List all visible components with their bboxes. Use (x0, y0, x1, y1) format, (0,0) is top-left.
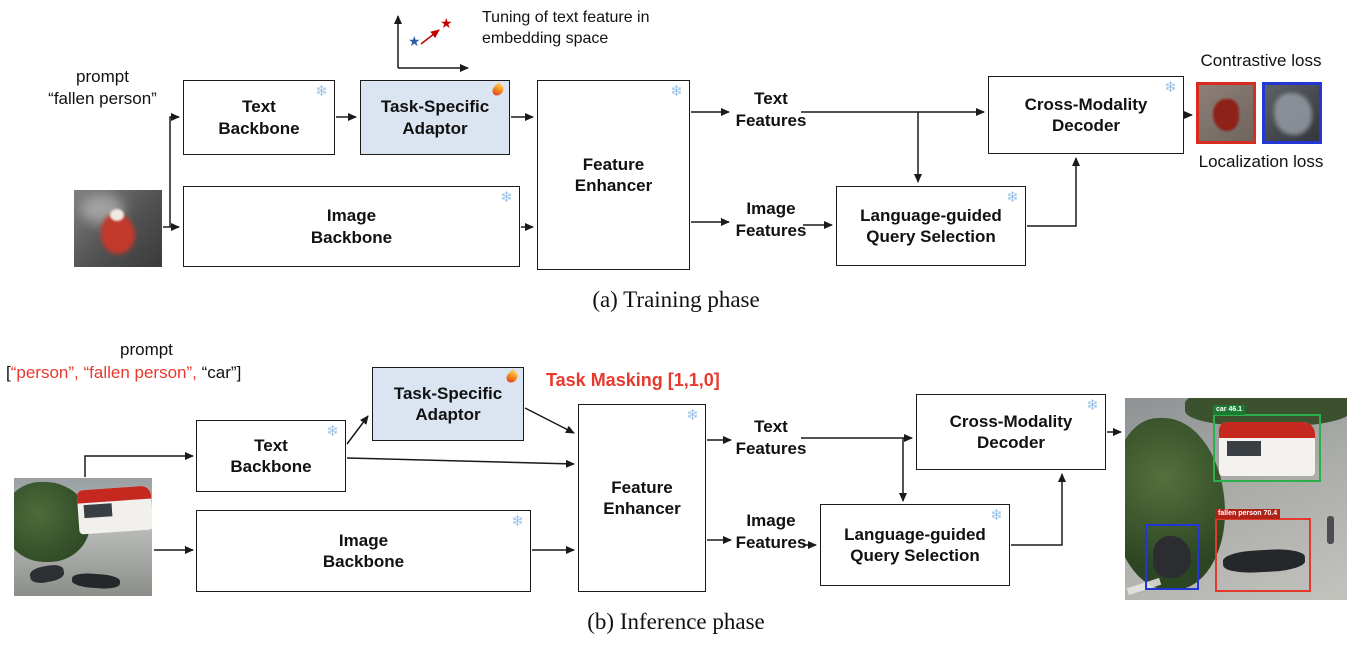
inference-prompt-word: prompt (120, 340, 173, 359)
inference-input-image (14, 478, 152, 596)
inference-caption: (b) Inference phase (587, 609, 765, 634)
task-masking-label: Task Masking [1,1,0] (546, 370, 720, 390)
van-shape (1219, 422, 1315, 476)
image-backbone-box: Image Backbone ❄ (183, 186, 520, 267)
training-caption: (a) Training phase (592, 287, 760, 312)
text-backbone-box: Text Backbone ❄ (183, 80, 335, 155)
loss-crop-blue (1262, 82, 1322, 144)
query-selection-label: Language-guided Query Selection (844, 524, 986, 565)
feature-enhancer-label: Feature Enhancer (603, 477, 681, 518)
image-backbone-box-inference: Image Backbone ❄ (196, 510, 531, 592)
fallen-person-shape (71, 572, 121, 590)
detection-box-fallen-person: fallen person 70.4 (1215, 509, 1311, 592)
embedding-tuning-arrow (420, 29, 440, 45)
task-adaptor-label: Task-Specific Adaptor (380, 97, 490, 138)
fire-icon (490, 82, 506, 98)
snowflake-icon: ❄ (686, 407, 699, 424)
task-adaptor-label: Task-Specific Adaptor (393, 383, 503, 424)
prompt-bracket-close: ] (236, 363, 242, 382)
text-backbone-label: Text Backbone (218, 97, 300, 138)
snowflake-icon: ❄ (990, 507, 1003, 524)
training-input-image (74, 190, 162, 267)
snowflake-icon: ❄ (326, 423, 339, 440)
cross-modality-decoder-box: Cross-Modality Decoder ❄ (988, 76, 1184, 154)
embedding-note: Tuning of text feature in embedding spac… (482, 9, 650, 47)
detection-label-car: car 46.1 (1213, 405, 1246, 415)
image-backbone-label: Image Backbone (322, 530, 405, 571)
task-adaptor-box: Task-Specific Adaptor (360, 80, 510, 155)
training-prompt: prompt “fallen person” (30, 66, 175, 110)
inference-output-image: car 46.1 fallen person 70.4 (1125, 398, 1347, 600)
detection-box-car: car 46.1 (1213, 405, 1321, 482)
training-prompt-value: “fallen person” (48, 89, 157, 109)
arrow-query-selection-to-decoder-inf (1011, 473, 1066, 546)
arrow-input-to-text-backbone (169, 113, 180, 227)
query-selection-label: Language-guided Query Selection (860, 205, 1002, 246)
van-shape (76, 485, 152, 535)
snowflake-icon: ❄ (315, 83, 328, 100)
image-features-label: Image Features (735, 199, 807, 241)
training-prompt-word: prompt (76, 67, 129, 86)
detection-box-person (1145, 524, 1199, 590)
image-features-label-inference: Image Features (735, 511, 807, 553)
text-backbone-box-inference: Text Backbone ❄ (196, 420, 346, 492)
arrow-image-to-text-backbone (84, 452, 194, 477)
image-backbone-label: Image Backbone (310, 206, 393, 247)
embedding-star-red-icon: ★ (440, 15, 453, 31)
prompt-item-fallen-person: “fallen person”, (83, 363, 202, 382)
fire-icon (504, 369, 520, 385)
arrow-text-backbone-to-adaptor-inf (346, 415, 369, 445)
contrastive-loss-label: Contrastive loss (1200, 51, 1322, 70)
feature-enhancer-label: Feature Enhancer (574, 154, 653, 195)
loss-crop-red (1196, 82, 1256, 144)
crouching-person-shape (1153, 536, 1191, 578)
arrow-query-selection-to-decoder (1027, 157, 1080, 227)
localization-loss-label: Localization loss (1198, 152, 1324, 171)
text-features-label-inference: Text Features (735, 417, 807, 459)
snowflake-icon: ❄ (500, 189, 513, 206)
snowflake-icon: ❄ (1164, 79, 1177, 96)
feature-enhancer-box-inference: Feature Enhancer ❄ (578, 404, 706, 592)
arrow-adaptor-to-enhancer-inf (524, 407, 575, 434)
person-shape (28, 563, 66, 585)
cross-modality-decoder-box-inference: Cross-Modality Decoder ❄ (916, 394, 1106, 470)
prompt-bracket-open: [ (6, 363, 11, 382)
feature-enhancer-box: Feature Enhancer ❄ (537, 80, 690, 270)
cross-modality-decoder-label: Cross-Modality Decoder (1024, 94, 1148, 135)
prompt-item-car: “car” (201, 363, 237, 382)
detection-label-fallen-person: fallen person 70.4 (1215, 509, 1281, 519)
snowflake-icon: ❄ (1086, 397, 1099, 414)
query-selection-box-inference: Language-guided Query Selection ❄ (820, 504, 1010, 586)
inference-prompt-array: [“person”, “fallen person”, “car”] (6, 362, 241, 384)
loss-crop-blue-figure-shape (1274, 93, 1312, 135)
text-features-label: Text Features (735, 89, 807, 131)
snowflake-icon: ❄ (511, 513, 524, 530)
bollard-shape (1327, 516, 1334, 544)
embedding-star-blue-icon: ★ (408, 33, 421, 49)
text-backbone-label: Text Backbone (230, 435, 312, 476)
cross-modality-decoder-label: Cross-Modality Decoder (949, 411, 1073, 452)
query-selection-box: Language-guided Query Selection ❄ (836, 186, 1026, 266)
snowflake-icon: ❄ (670, 83, 683, 100)
task-adaptor-box-inference: Task-Specific Adaptor (372, 367, 524, 441)
loss-crop-red-figure-shape (1213, 99, 1239, 131)
snowflake-icon: ❄ (1006, 189, 1019, 206)
arrow-text-backbone-to-enhancer-inf (346, 457, 575, 468)
prompt-item-person: “person”, (10, 363, 84, 382)
thermal-hotspot-shape (110, 209, 124, 221)
